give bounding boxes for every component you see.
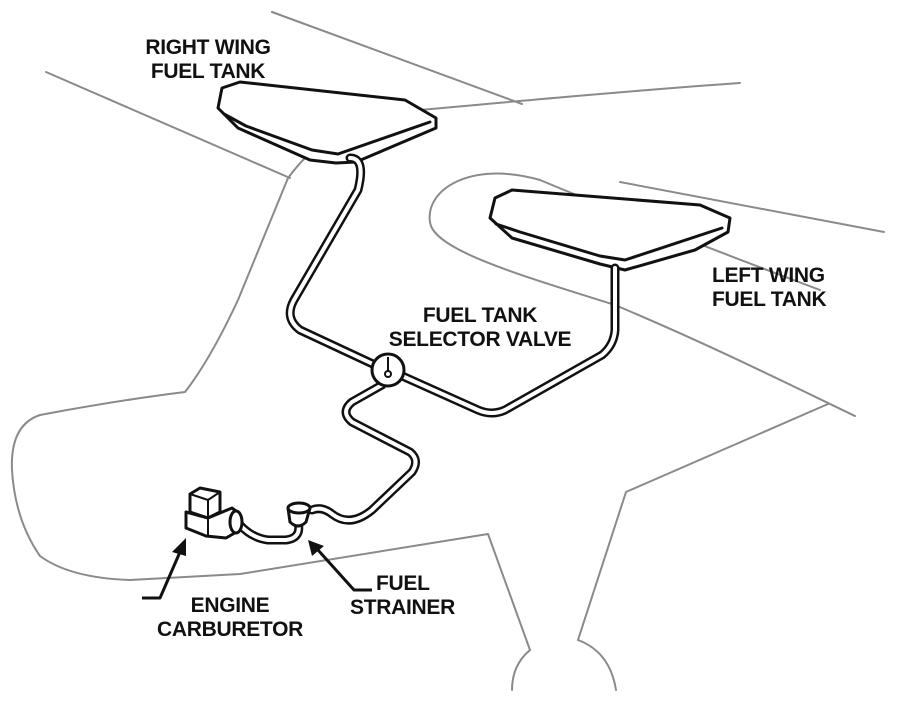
selector-valve-label-line1: FUEL TANK — [422, 304, 538, 327]
engine-carburetor-label: ENGINE CARBURETOR — [150, 594, 310, 642]
strainer-arrow — [316, 548, 372, 592]
fuel-strainer-label: FUEL STRAINER — [350, 572, 494, 620]
rear-fuselage-edge — [577, 403, 829, 641]
right-tank-fuel-line — [285, 153, 380, 370]
engine-carburetor-label-line2: CARBURETOR — [157, 618, 303, 641]
right-wing-fuel-tank-label: RIGHT WING FUEL TANK — [132, 36, 284, 84]
left-wing-tank-label-line1: LEFT WING — [712, 264, 825, 287]
right-wheel-fairing — [577, 639, 617, 691]
fuel-strainer — [286, 501, 312, 528]
left-wing-tank-label-line2: FUEL TANK — [712, 288, 827, 311]
fuselage-side-outline — [10, 177, 531, 651]
right-wing-tank-label-line2: FUEL TANK — [150, 60, 266, 83]
selector-valve-label-line2: SELECTOR VALVE — [388, 328, 572, 351]
fuselage-top-edge — [271, 11, 523, 105]
valve-to-strainer-line — [307, 380, 420, 525]
carburetor-arrow — [142, 551, 182, 600]
left-wing-trailing-outline — [619, 181, 885, 233]
label-arrows — [142, 538, 372, 600]
engine-carburetor-label-line1: ENGINE — [190, 594, 270, 617]
left-wheel-fairing — [511, 649, 531, 691]
selector-valve-label: FUEL TANK SELECTOR VALVE — [380, 304, 580, 352]
engine-carburetor — [184, 486, 244, 540]
fuel-lines — [235, 153, 620, 545]
fuel-strainer-label-line1: FUEL — [376, 572, 430, 595]
right-wing-tank-label-line1: RIGHT WING — [145, 36, 271, 59]
right-wing-leading-edge — [45, 71, 291, 179]
left-wing-fuel-tank — [488, 188, 732, 272]
selector-valve — [370, 352, 406, 388]
fuel-strainer-label-line2: STRAINER — [350, 596, 455, 619]
right-wing-fuel-tank — [216, 80, 438, 165]
left-wing-fuel-tank-label: LEFT WING FUEL TANK — [712, 264, 852, 312]
